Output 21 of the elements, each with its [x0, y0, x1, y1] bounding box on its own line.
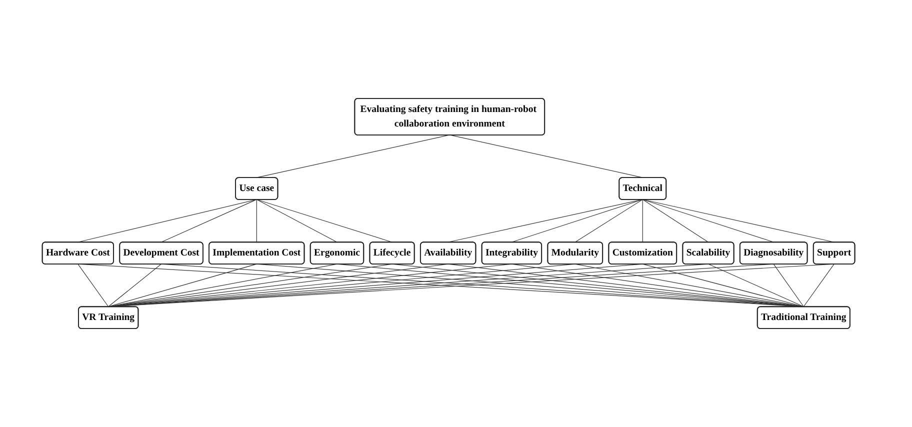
connector [449, 134, 643, 178]
connector [256, 199, 257, 242]
connector [708, 264, 804, 307]
connector [511, 199, 643, 242]
connector [256, 134, 450, 178]
connector [642, 264, 804, 307]
connector [642, 199, 643, 242]
connector [160, 199, 257, 242]
connector [78, 199, 257, 242]
connector [574, 199, 643, 242]
connector [803, 264, 834, 307]
connector [642, 199, 709, 242]
connector [448, 199, 643, 242]
connector [256, 199, 392, 242]
connector [108, 264, 257, 307]
connector [108, 264, 162, 307]
connector [256, 199, 338, 242]
connector [642, 199, 834, 242]
connector [773, 264, 804, 307]
connector [78, 264, 109, 307]
connector [642, 199, 774, 242]
